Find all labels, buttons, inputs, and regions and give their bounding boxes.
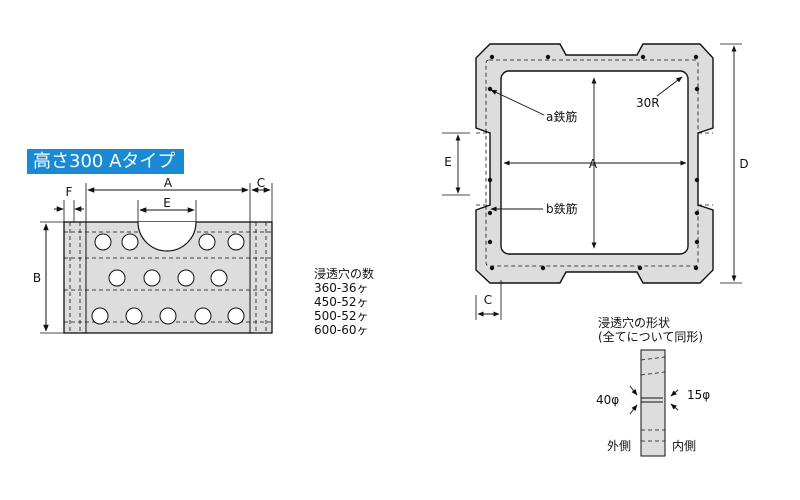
hole-count-row: 600-60ヶ bbox=[314, 323, 369, 337]
front-dim-a-label: A bbox=[164, 176, 173, 190]
page-title: 高さ300 Aタイプ bbox=[27, 149, 184, 174]
hole-shape-subheading: (全てについて同形) bbox=[598, 330, 704, 344]
front-dim-b-label: B bbox=[33, 271, 41, 285]
hole-shape-heading: 浸透穴の形状 bbox=[598, 316, 671, 330]
radius-label: 30R bbox=[636, 96, 660, 110]
hole-detail bbox=[629, 349, 679, 457]
hole-count-row: 500-52ヶ bbox=[314, 309, 369, 323]
radius-leader bbox=[656, 76, 683, 97]
plan-dim-e-label: E bbox=[444, 155, 452, 169]
hole-shape-heading-block: 浸透穴の形状 (全てについて同形) bbox=[598, 316, 703, 344]
hole-count-row: 360-36ヶ bbox=[314, 281, 369, 295]
hole-wall-section bbox=[640, 349, 666, 457]
outer-side-label: 外側 bbox=[607, 439, 631, 453]
outer-diameter-label: 40φ bbox=[596, 393, 619, 407]
a-rebar-label: a鉄筋 bbox=[546, 109, 577, 124]
plan-view bbox=[442, 43, 742, 320]
plan-dim-c-label: C bbox=[484, 293, 492, 307]
front-dim-c-label: C bbox=[257, 176, 265, 190]
hole-count-row: 450-52ヶ bbox=[314, 295, 369, 309]
front-dim-e-label: E bbox=[163, 196, 171, 210]
plan-dim-d-label: D bbox=[739, 157, 748, 171]
rebar-dots bbox=[487, 54, 700, 271]
hole-count-heading: 浸透穴の数 bbox=[314, 267, 375, 281]
front-view bbox=[40, 183, 273, 334]
a-rebar-leader bbox=[490, 89, 545, 116]
inner-diameter-label: 15φ bbox=[687, 388, 710, 402]
infiltration-holes bbox=[91, 233, 245, 325]
plan-dim-a-label: A bbox=[589, 157, 598, 171]
inner-side-label: 内側 bbox=[672, 439, 696, 453]
b-rebar-label: b鉄筋 bbox=[546, 201, 578, 216]
front-dim-f-label: F bbox=[66, 185, 73, 199]
pipe-notch bbox=[137, 221, 197, 252]
hole-count-table: 浸透穴の数 360-36ヶ 450-52ヶ 500-52ヶ 600-60ヶ bbox=[314, 267, 374, 337]
